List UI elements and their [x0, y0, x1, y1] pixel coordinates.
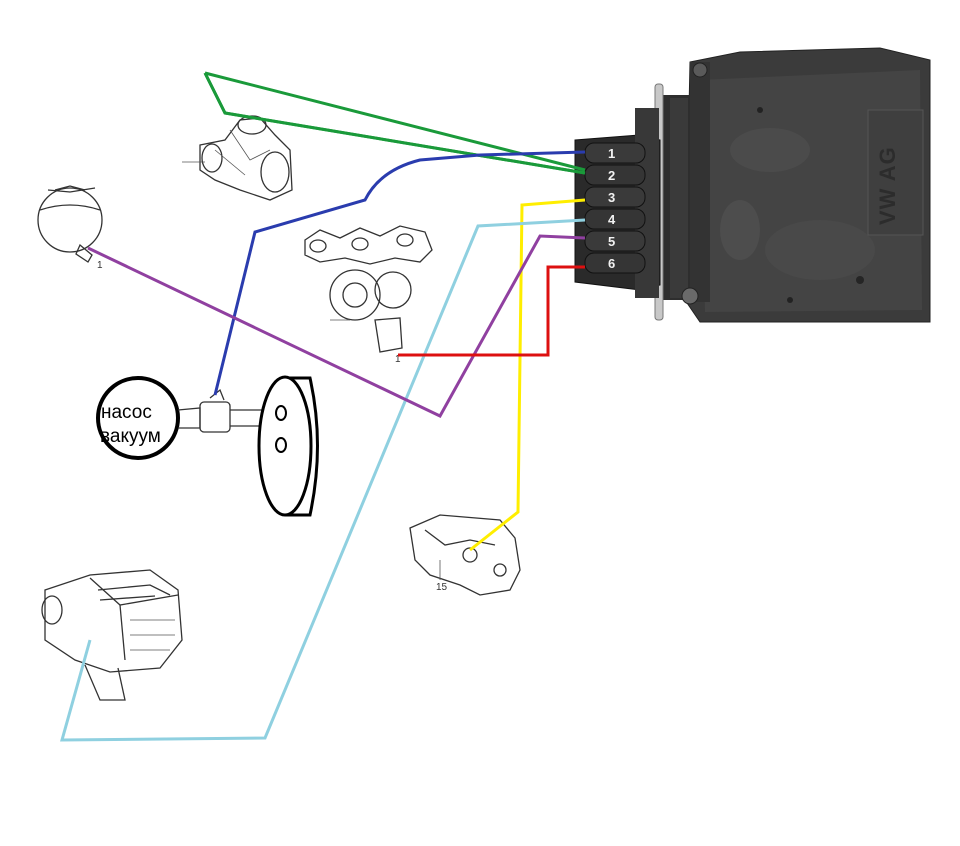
- valve-block: 1 2 3 4 5 6 VW AG: [574, 47, 931, 323]
- hose-reservoir: [87, 234, 586, 418]
- vacuum-pump: насос вакуум: [96, 376, 263, 460]
- air-filter-box: [41, 569, 183, 701]
- turbocharger: 1: [304, 225, 433, 365]
- hose-vacuum-pump: [213, 150, 586, 396]
- port-label-4: 4: [608, 212, 616, 227]
- pump-circle: [96, 376, 180, 460]
- hose-turbo: [398, 265, 585, 357]
- port-label-5: 5: [608, 234, 615, 249]
- vacuum-reservoir: 1: [37, 185, 103, 271]
- hose-egr-green: [203, 71, 586, 175]
- brand-label: VW AG: [875, 146, 900, 225]
- port-label-3: 3: [608, 190, 615, 205]
- hose-air-filter: [60, 218, 586, 742]
- port-label-2: 2: [608, 168, 615, 183]
- hose-egr-valve-back: [205, 73, 585, 158]
- pump-label-line2: вакуум: [100, 426, 161, 447]
- port-label-1: 1: [608, 146, 615, 161]
- egr-valve: [182, 115, 293, 201]
- reservoir-callout: 1: [97, 260, 103, 271]
- turbo-callout: 1: [395, 354, 401, 365]
- pump-label-line1: насос: [101, 402, 152, 423]
- hose-bracket: [469, 198, 586, 552]
- bracket-callout: 15: [436, 582, 448, 593]
- manifold-bracket: 15: [409, 514, 521, 596]
- pulley: [257, 375, 319, 517]
- port-label-6: 6: [608, 256, 615, 271]
